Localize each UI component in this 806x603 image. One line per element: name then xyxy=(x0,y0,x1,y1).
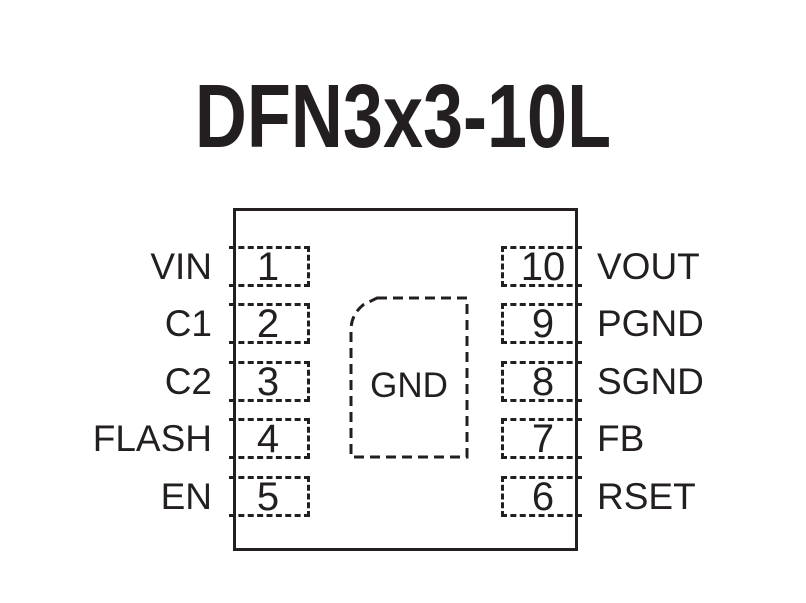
pin-box-10: 10 xyxy=(501,246,582,287)
pin-label-fb: FB xyxy=(597,418,645,459)
pin-label-c2: C2 xyxy=(164,361,212,402)
pin-box-1: 1 xyxy=(229,246,310,287)
pin-box-5: 5 xyxy=(229,476,310,517)
pin-label-sgnd: SGND xyxy=(597,361,704,402)
thermal-pad-label: GND xyxy=(370,366,448,405)
pin-box-7: 7 xyxy=(501,418,582,459)
pin-box-6: 6 xyxy=(501,476,582,517)
pin-box-2: 2 xyxy=(229,303,310,344)
package-title: DFN3x3-10L xyxy=(194,67,612,167)
thermal-pad: GND xyxy=(349,296,469,459)
pin-box-4: 4 xyxy=(229,418,310,459)
pin-label-pgnd: PGND xyxy=(597,303,704,344)
chip-outline xyxy=(233,208,578,551)
pin-box-3: 3 xyxy=(229,361,310,402)
pin-label-flash: FLASH xyxy=(92,418,212,459)
thermal-pad-outline xyxy=(349,296,469,459)
pin-label-en: EN xyxy=(160,476,212,517)
pin-label-rset: RSET xyxy=(597,476,696,517)
pin-box-9: 9 xyxy=(501,303,582,344)
pin-label-vout: VOUT xyxy=(597,246,700,287)
pin-label-c1: C1 xyxy=(164,303,212,344)
pin-box-8: 8 xyxy=(501,361,582,402)
pin-label-vin: VIN xyxy=(150,246,212,287)
